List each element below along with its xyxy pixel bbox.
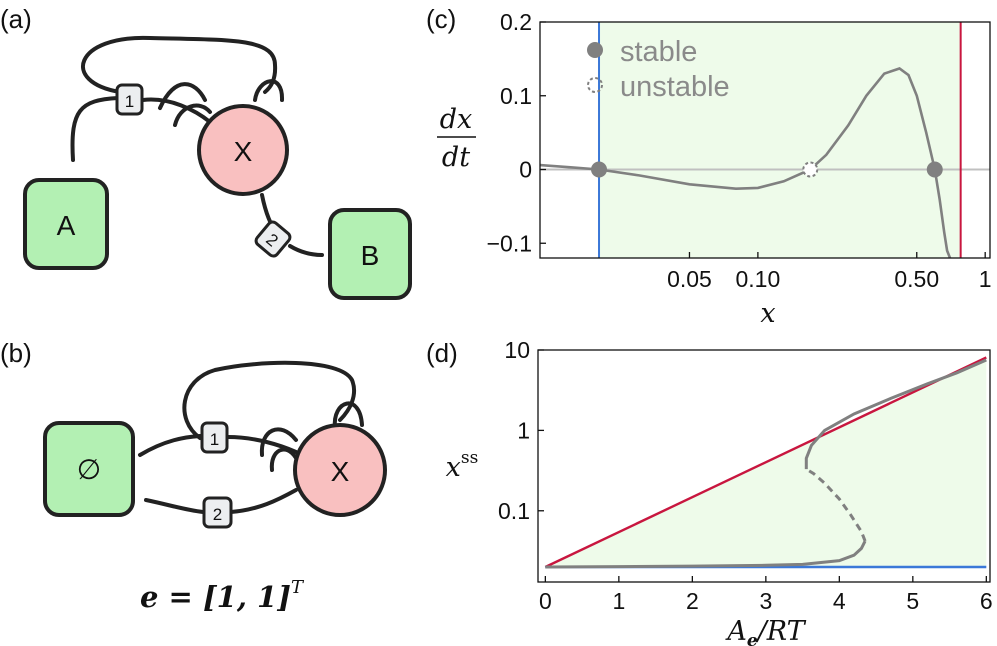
diagram-a: A X B 1 2	[23, 35, 412, 300]
legend-stable-marker	[587, 42, 603, 58]
wire-a-top-hook	[253, 79, 285, 102]
wire-a-to-b	[288, 244, 324, 257]
d-unstable-branch	[805, 467, 867, 542]
reaction-box-b2: 2	[202, 496, 233, 529]
wire-b-hook2	[269, 447, 298, 472]
reaction-label-b2: 2	[213, 505, 222, 524]
d-xtick-label: 4	[833, 588, 846, 614]
c-ytick-label: −0.1	[487, 230, 532, 256]
legend-stable-label: stable	[620, 36, 697, 68]
panel-label-a: (a)	[0, 4, 32, 34]
node-X-b-label: X	[331, 456, 350, 487]
d-xtick-label: 6	[980, 588, 993, 614]
wire-b-left-upper	[138, 434, 202, 457]
node-X-label: X	[234, 136, 253, 167]
c-xtick-label: 0.10	[736, 266, 781, 292]
d-xtick-label: 3	[759, 588, 772, 614]
d-xtick-label: 1	[612, 588, 625, 614]
legend-unstable-marker	[587, 77, 603, 93]
node-empty	[43, 421, 135, 517]
node-A-label: A	[57, 210, 76, 241]
d-xtick-label: 0	[539, 588, 552, 614]
wire-b-left-lower	[144, 498, 205, 514]
reaction-box-2: 2	[254, 220, 292, 258]
reaction-box-b1: 1	[200, 421, 229, 454]
node-X-b	[293, 423, 387, 517]
d-xlabel: Ae/RT	[724, 616, 806, 646]
legend-unstable-label: unstable	[620, 71, 730, 103]
wire-b-right-lower	[229, 488, 298, 514]
wire-a-mid	[141, 97, 212, 124]
c-shaded-region	[599, 22, 961, 258]
node-empty-label: ∅	[77, 454, 101, 485]
chart-d: 0 1 2 3 4 5 6 10 1 0.1 xss Ae/RT	[446, 337, 993, 646]
d-ytick-label: 0.1	[498, 498, 530, 524]
d-stable-low-branch	[545, 540, 867, 569]
d-xtick-label: 2	[686, 588, 699, 614]
c-flux-curve	[539, 67, 952, 259]
reaction-label-1: 1	[125, 92, 134, 111]
wire-a-left	[70, 96, 120, 162]
c-xtick-label: 0.50	[894, 266, 939, 292]
panel-label-c: (c)	[426, 4, 456, 34]
node-B-label: B	[361, 240, 380, 271]
panel-label-d: (d)	[426, 338, 458, 368]
c-ylabel: dx dt	[437, 104, 476, 173]
wire-b-hook1	[259, 427, 298, 457]
c-ytick-label: 0	[519, 157, 532, 183]
reaction-box-1: 1	[115, 83, 144, 116]
d-upper-bound-line	[544, 356, 987, 569]
c-ylabel-num: dx	[440, 104, 473, 135]
c-xtick-label: 1	[979, 266, 992, 292]
panel-label-b: (b)	[0, 338, 32, 368]
c-ytick-label: 0.2	[500, 9, 532, 35]
d-ytick-label: 10	[504, 337, 530, 363]
c-xtick-label: 0.05	[667, 266, 712, 292]
c-unstable-point	[802, 161, 819, 178]
node-B	[328, 208, 412, 300]
node-A	[23, 178, 109, 270]
c-xlabel: x	[760, 298, 775, 329]
node-X	[197, 104, 289, 196]
c-stable-point	[591, 161, 608, 178]
wire-a-hook1	[158, 82, 207, 110]
d-ylabel: xss	[446, 448, 479, 483]
reaction-label-b1: 1	[210, 430, 219, 449]
d-xtick-label: 5	[906, 588, 919, 614]
wire-a-top-loop	[81, 35, 278, 94]
c-plot-frame	[539, 21, 991, 259]
d-stable-high-branch	[804, 358, 987, 470]
wire-b-top-hook	[332, 401, 364, 430]
d-ytick-label: 1	[517, 417, 530, 443]
d-plot-frame	[537, 349, 991, 583]
c-ylabel-den: dt	[442, 142, 470, 173]
c-stable-point	[926, 161, 943, 178]
c-legend: stable unstable	[587, 36, 730, 103]
wire-a-hook2	[173, 103, 212, 127]
c-ytick-label: 0.1	[500, 83, 532, 109]
diagram-b: ∅ X 1 2 e = [1, 1]T	[43, 360, 387, 614]
wire-b-top-loop	[182, 360, 357, 440]
equation: e = [1, 1]T	[140, 577, 305, 614]
